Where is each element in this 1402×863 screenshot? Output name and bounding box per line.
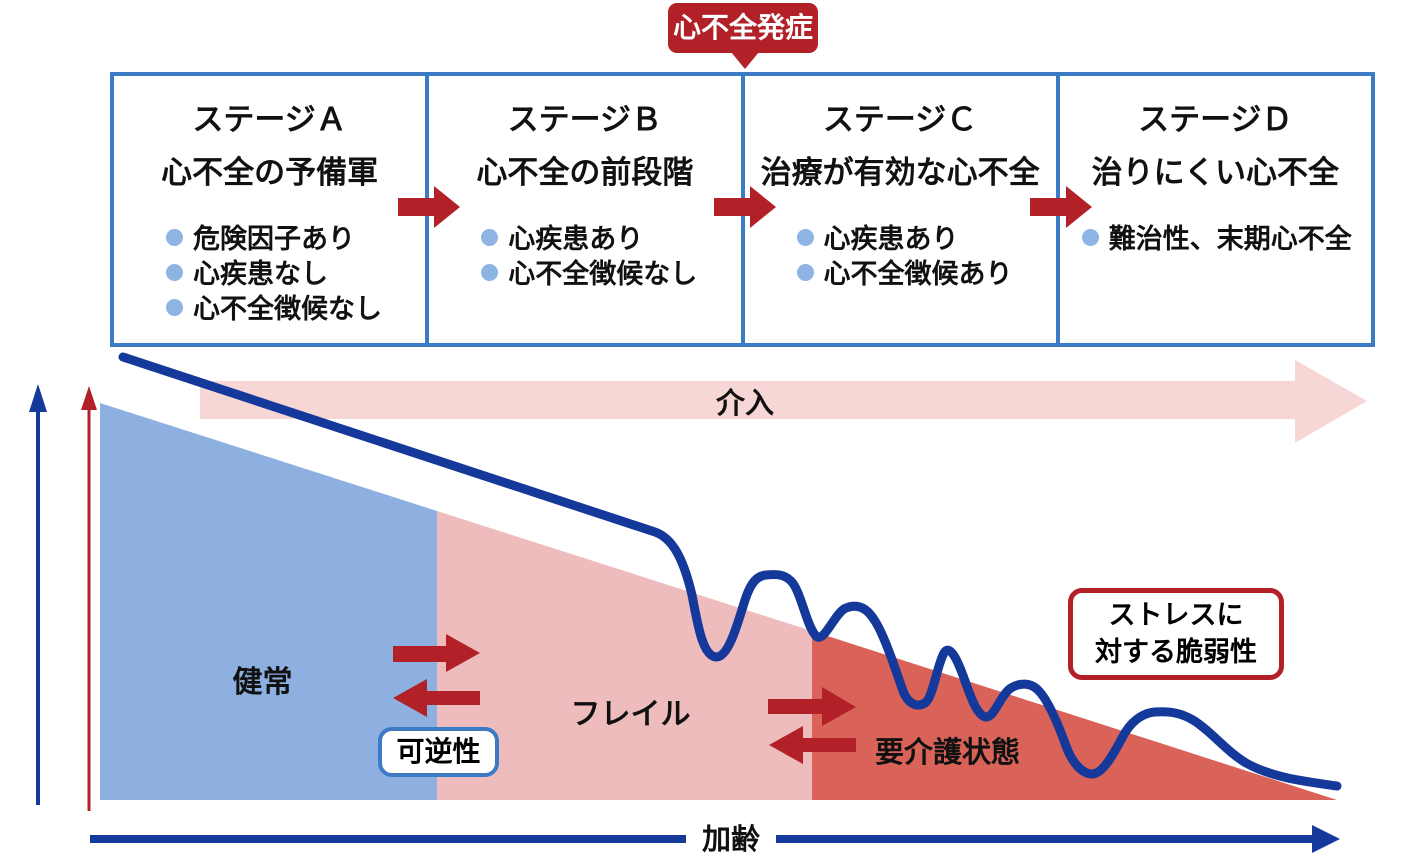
care-needed-label: 要介護状態 [874,737,1020,769]
stage-b-box: ステージＢ 心不全の前段階 心疾患あり 心不全徴候なし [425,76,740,343]
bullet-item: 心不全徴候なし [481,257,740,292]
bullet-dot-icon [1081,229,1099,246]
bullet-dot-icon [481,229,499,246]
bullet-dot-icon [166,299,183,316]
stage-a-title: ステージＡ [192,102,347,137]
stage-d-bullets: 難治性、末期心不全 [1060,222,1371,257]
bullet-item: 心疾患なし [166,257,425,292]
bullet-dot-icon [796,229,814,246]
stage-d-subtitle: 治りにくい心不全 [1091,155,1340,190]
stress-box-line1: ストレスに [1108,600,1244,630]
stage-a-box: ステージＡ 心不全の予備軍 危険因子あり 心疾患なし 心不全徴候なし [114,76,425,343]
region-healthy [100,403,437,800]
reversibility-box: 可逆性 [378,727,499,777]
bullet-text: 心疾患なし [193,259,328,289]
healthy-to-frail-arrow-icon [393,634,480,672]
bullet-text: 心不全徴候あり [823,259,1013,289]
arrow-shaft [714,198,750,216]
stage-c-title: ステージＣ [822,102,978,137]
bullet-text: 危険因子あり [193,224,355,254]
stage-a-subtitle: 心不全の予備軍 [161,155,379,190]
bullet-dot-icon [796,264,814,281]
y-axis-red-arrowhead-icon [81,386,97,410]
stress-box-line2: 対する脆弱性 [1095,637,1257,667]
bullet-text: 心疾患あり [508,224,644,254]
frail-to-healthy-arrow-icon [393,679,480,717]
stage-c-bullets: 心疾患あり 心不全徴候あり [745,222,1056,292]
stage-d-box: ステージＤ 治りにくい心不全 難治性、末期心不全 [1055,76,1371,343]
stage-d-title: ステージＤ [1138,102,1293,137]
aging-axis-label: 加齢 [686,820,776,861]
bullet-item: 心疾患あり [796,222,1056,257]
region-care [812,631,1337,800]
bullet-item: 難治性、末期心不全 [1081,222,1371,257]
stage-b-bullets: 心疾患あり 心不全徴候なし [429,222,740,292]
stage-b-subtitle: 心不全の前段階 [476,155,694,190]
onset-badge-pointer-icon [731,52,759,69]
stage-c-to-d-arrow-icon [1030,186,1092,228]
bullet-dot-icon [166,229,183,246]
arrow-shaft [1030,198,1066,216]
stress-vulnerability-box: ストレスに 対する脆弱性 [1068,588,1284,680]
bullet-dot-icon [481,264,499,281]
bullet-text: 心不全徴候なし [193,294,382,324]
arrow-shaft [398,198,434,216]
bullet-item: 心不全徴候あり [796,257,1056,292]
bullet-text: 心疾患あり [823,224,959,254]
stage-a-bullets: 危険因子あり 心疾患なし 心不全徴候なし [114,222,425,327]
functional-decline-curve [118,352,1342,791]
intervention-label: 介入 [715,388,774,420]
bullet-text: 難治性、末期心不全 [1108,224,1352,254]
arrow-head [750,186,776,228]
intervention-arrow-shape [200,360,1367,443]
arrow-head [434,186,460,228]
stage-b-title: ステージＢ [507,102,663,137]
frail-to-care-arrow-icon [768,687,856,726]
stage-row: ステージＡ 心不全の予備軍 危険因子あり 心疾患なし 心不全徴候なし ステージＢ… [110,72,1375,347]
bullet-text: 心不全徴候なし [508,259,698,289]
x-axis-arrowhead-icon [1312,825,1340,853]
frail-label: フレイル [570,698,691,731]
bullet-item: 危険因子あり [166,222,425,257]
stage-a-to-b-arrow-icon [398,186,460,228]
bullet-item: 心不全徴候なし [166,292,425,327]
arrow-head [1066,186,1092,228]
y-axis-blue-arrowhead-icon [29,384,47,412]
onset-badge: 心不全発症 [668,3,818,53]
bullet-dot-icon [166,264,183,281]
region-frail [437,511,812,800]
stage-b-to-c-arrow-icon [714,186,776,228]
healthy-label: 健常 [232,666,293,699]
stage-c-subtitle: 治療が有効な心不全 [760,155,1040,190]
bullet-item: 心疾患あり [481,222,740,257]
care-to-frail-arrow-icon [769,726,856,764]
stage-c-box: ステージＣ 治療が有効な心不全 心疾患あり 心不全徴候あり [740,76,1056,343]
